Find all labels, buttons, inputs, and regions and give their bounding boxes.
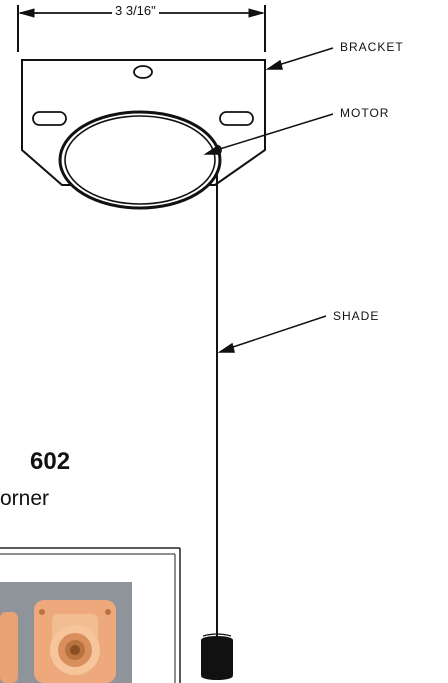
dimension-label: 3 3/16" (112, 3, 159, 18)
motor-label: MOTOR (340, 106, 390, 120)
motor-housing (58, 110, 222, 210)
photo-frame (0, 547, 181, 683)
model-number-text: 602 (30, 448, 71, 475)
shade-weight (201, 633, 233, 680)
connector-photo-icon (0, 582, 132, 683)
shade-label: SHADE (333, 309, 380, 323)
bracket-label: BRACKET (340, 40, 404, 54)
subtitle-text: orner (0, 487, 50, 510)
callout-leaders (203, 47, 334, 353)
